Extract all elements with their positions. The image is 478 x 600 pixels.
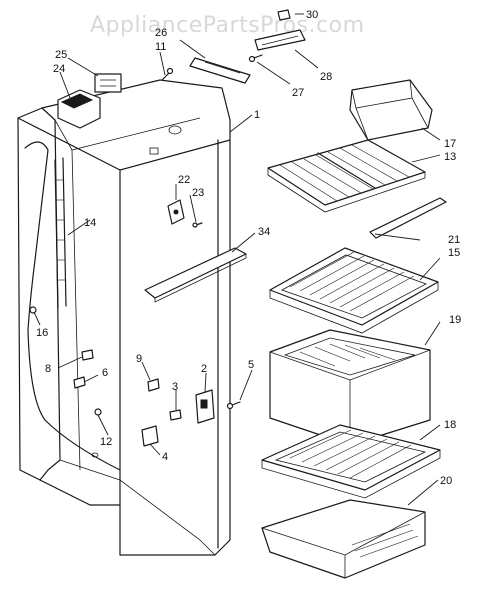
- control-housing: [57, 73, 122, 129]
- watermark: AppliancePartsPros.com: [90, 13, 365, 38]
- leader-lines: [33, 13, 441, 506]
- crisper-cover: [261, 424, 441, 499]
- callout-28: 28: [320, 71, 332, 83]
- callout-27: 27: [292, 87, 304, 99]
- callout-1: 1: [254, 109, 260, 121]
- callout-21: 21: [448, 234, 460, 246]
- callout-30: 30: [306, 9, 318, 21]
- callout-15: 15: [448, 247, 460, 259]
- callout-34: 34: [258, 226, 270, 238]
- callout-8: 8: [45, 363, 51, 375]
- callout-3: 3: [172, 381, 178, 393]
- callout-12: 12: [100, 436, 112, 448]
- callout-13: 13: [444, 151, 456, 163]
- callout-26: 26: [155, 27, 167, 39]
- wire-harness: [24, 141, 121, 471]
- callout-9: 9: [136, 353, 142, 365]
- callout-24: 24: [53, 63, 65, 75]
- callout-14: 14: [84, 217, 96, 229]
- callout-11: 11: [155, 41, 166, 53]
- callout-20: 20: [440, 475, 452, 487]
- callout-22: 22: [178, 174, 190, 186]
- callout-4: 4: [162, 451, 168, 463]
- shelf-support-bracket: [167, 199, 203, 228]
- callout-labels: 30 26 11 25 24 28 27 1 17 13 22 23 14 34…: [36, 9, 461, 487]
- callout-25: 25: [55, 49, 67, 61]
- switch-and-socket: [141, 389, 241, 447]
- top-brackets: [161, 9, 306, 84]
- callout-16: 16: [36, 327, 48, 339]
- callout-18: 18: [444, 419, 456, 431]
- callout-6: 6: [102, 367, 108, 379]
- callout-2: 2: [201, 363, 207, 375]
- shelf-rail: [144, 247, 247, 303]
- glass-shelf: [269, 247, 439, 334]
- meat-pan: [261, 499, 426, 579]
- callout-5: 5: [248, 359, 254, 371]
- shelf-trim: [369, 197, 447, 239]
- callout-17: 17: [444, 138, 456, 150]
- door-bin: [349, 79, 433, 141]
- crisper-drawer: [269, 329, 431, 446]
- wire-shelf: [267, 139, 426, 213]
- cabinet-liner: [17, 79, 231, 556]
- callout-23: 23: [192, 187, 204, 199]
- callout-19: 19: [449, 314, 461, 326]
